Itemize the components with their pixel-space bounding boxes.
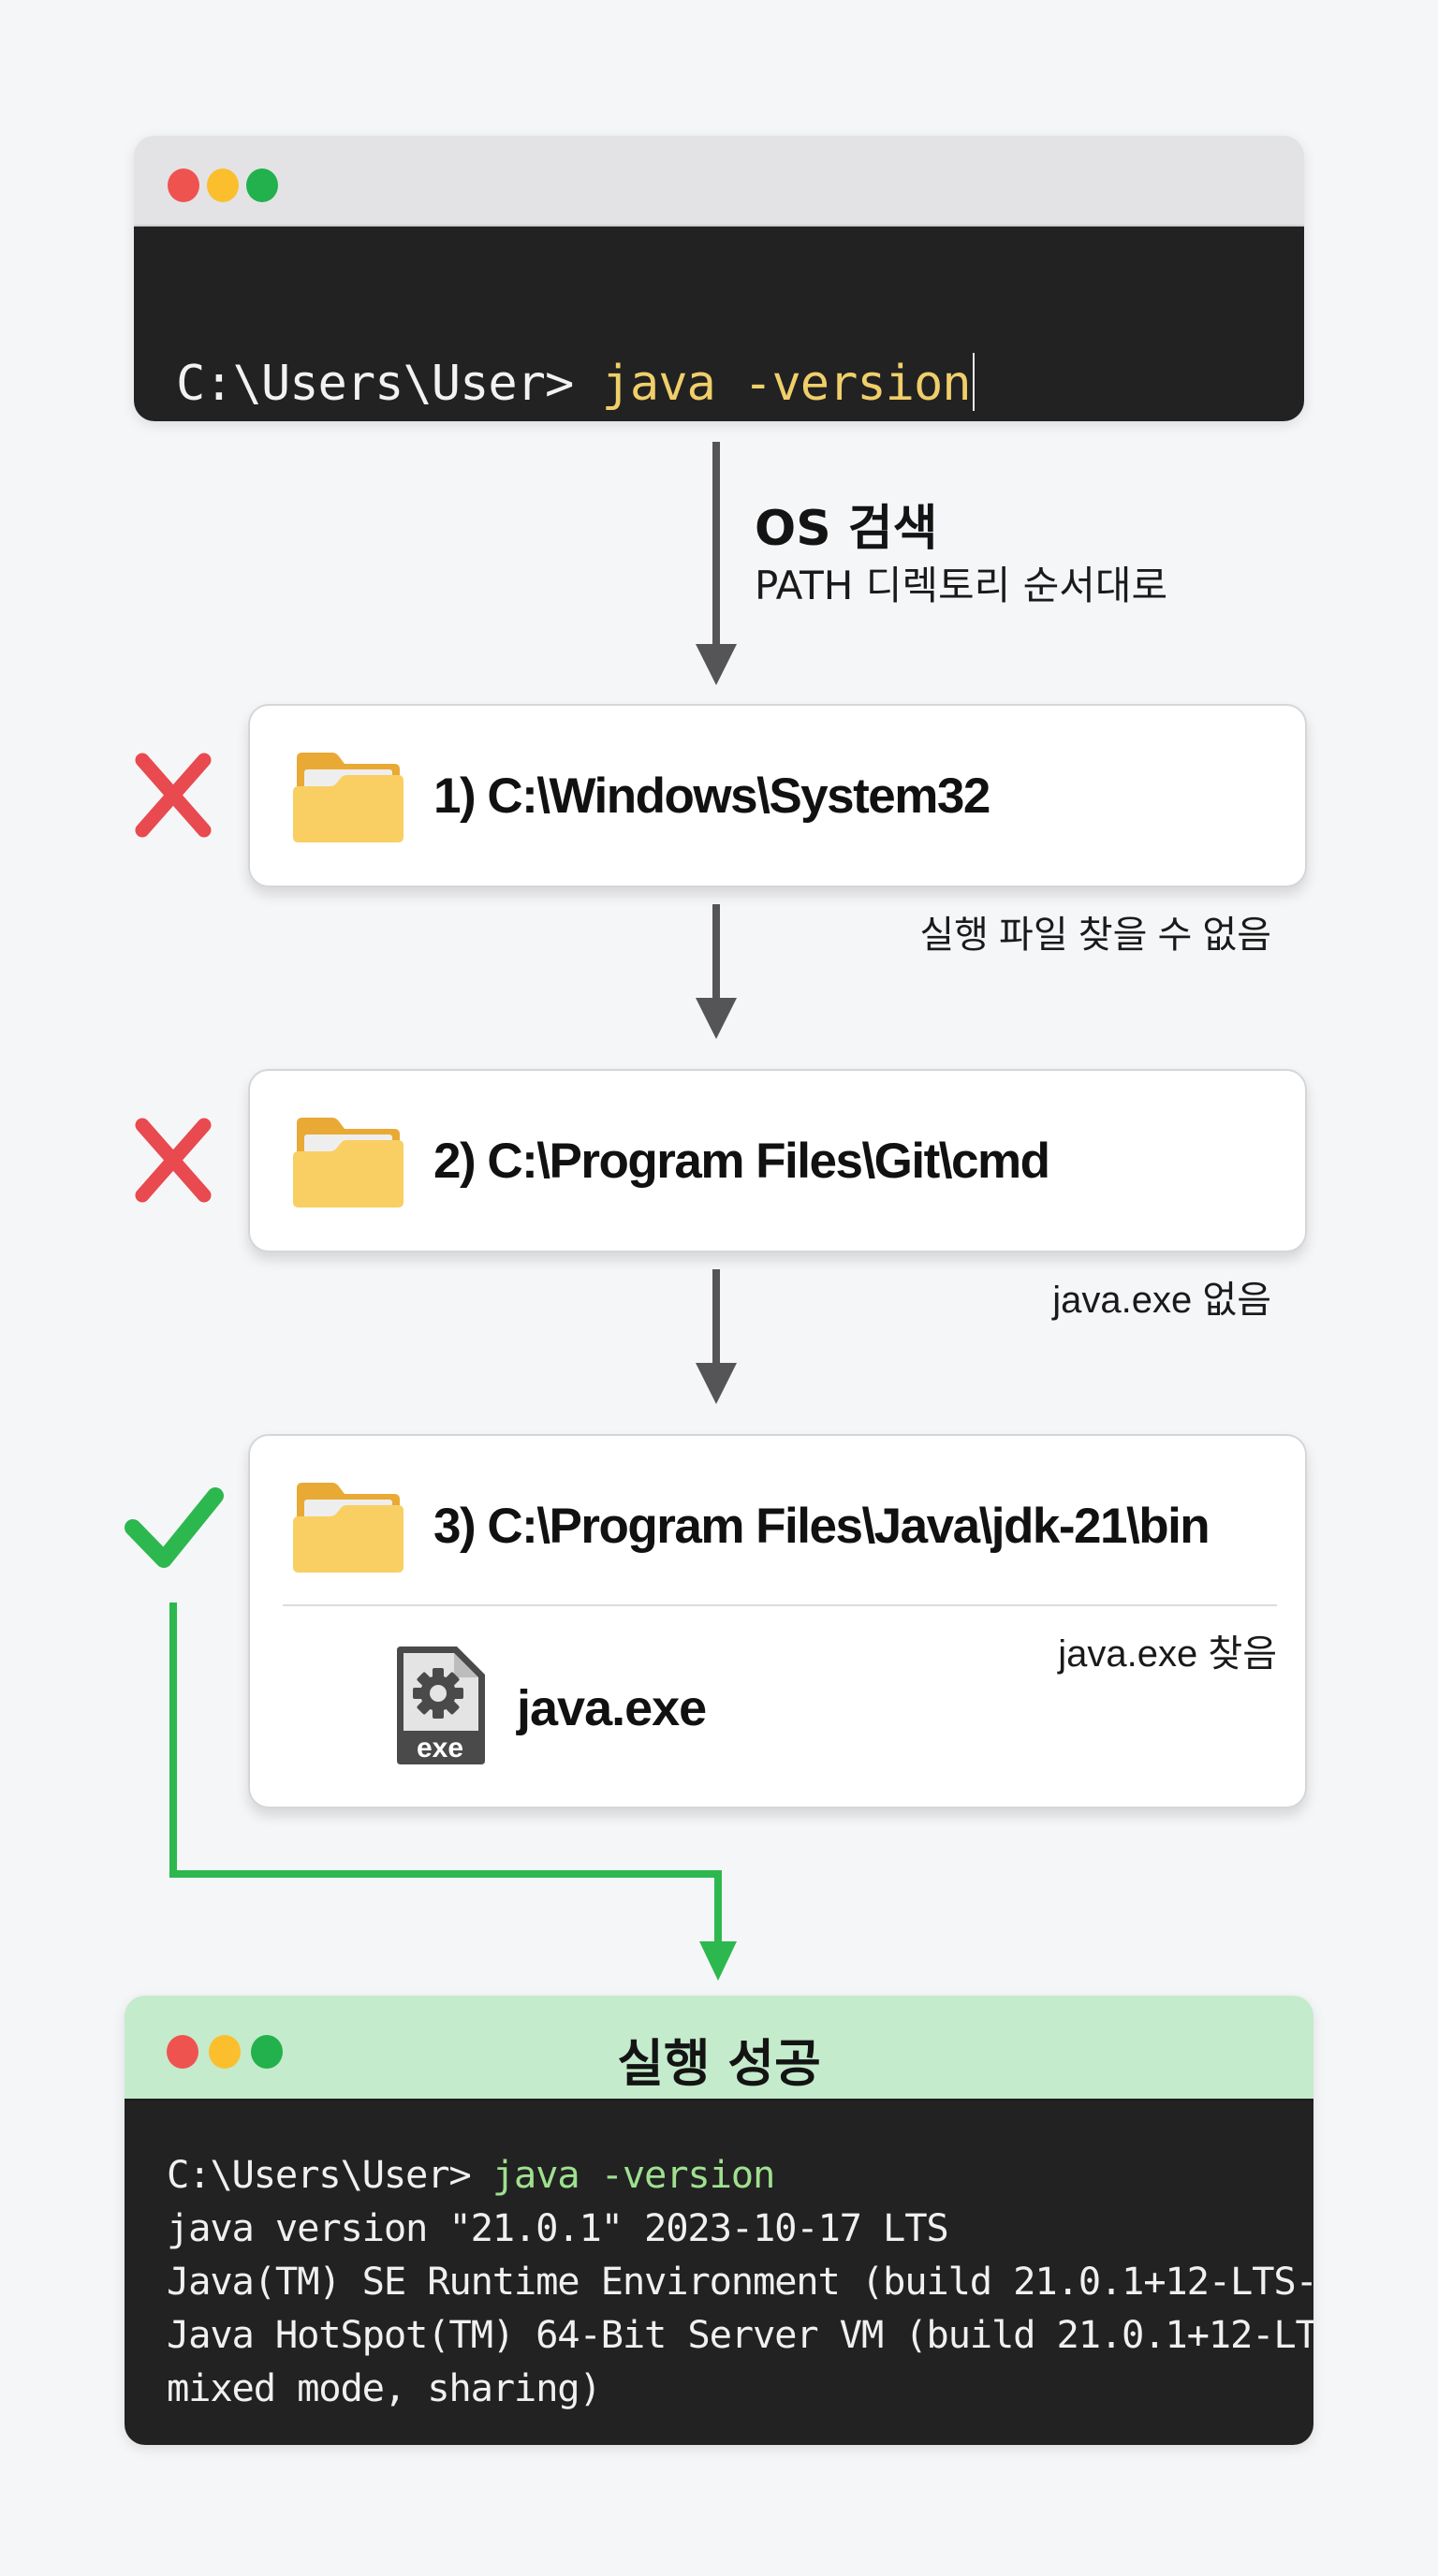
gear-icon: exe [397, 1647, 485, 1764]
output-command-line: C:\Users\User> java -version [167, 2148, 1271, 2202]
path-1-note: 실행 파일 찾을 수 없음 [919, 915, 1271, 956]
path-entry-1[interactable]: 1) C:\Windows\System32 [248, 704, 1307, 887]
success-title: 실행 성공 [617, 2034, 821, 2093]
exe-file-icon: exe [393, 1645, 487, 1766]
terminal-body[interactable]: C:\Users\User> java -version [134, 227, 1304, 421]
output-line: Java HotSpot(TM) 64-Bit Server VM (build… [167, 2312, 1313, 2357]
top-terminal-window: C:\Users\User> java -version [134, 136, 1304, 421]
folder-icon [293, 1483, 404, 1573]
prompt-text: C:\Users\User> [176, 356, 602, 412]
fail-x-icon [135, 753, 212, 838]
output-line: Java(TM) SE Runtime Environment (build 2… [167, 2259, 1313, 2304]
folder-icon [293, 753, 404, 842]
close-window-dot[interactable] [167, 2035, 198, 2069]
fail-x-icon [135, 1118, 212, 1203]
path-label: 1) C:\Windows\System32 [433, 768, 990, 824]
arrow-down-icon [696, 998, 737, 1039]
found-file-name: java.exe [517, 1680, 707, 1736]
section-divider [283, 1604, 1277, 1606]
os-search-title: OS 검색 [755, 501, 938, 557]
success-connector-vertical [169, 1603, 177, 1878]
path-entry-2[interactable]: 2) C:\Program Files\Git\cmd [248, 1069, 1307, 1252]
success-check-icon [125, 1487, 224, 1568]
path-2-note: java.exe 없음 [1052, 1280, 1271, 1321]
arrow-line [712, 1269, 720, 1365]
arrow-down-icon [696, 644, 737, 685]
close-window-dot[interactable] [168, 168, 199, 202]
folder-icon [293, 1118, 404, 1208]
command-text: java -version [492, 2152, 776, 2197]
green-arrow-down-icon [699, 1941, 737, 1981]
maximize-window-dot[interactable] [251, 2035, 283, 2069]
success-connector-horizontal [169, 1870, 722, 1878]
maximize-window-dot[interactable] [246, 168, 278, 202]
minimize-window-dot[interactable] [207, 168, 239, 202]
found-note: java.exe 찾음 [1058, 1633, 1277, 1675]
prompt-text: C:\Users\User> [167, 2152, 492, 2197]
os-search-subtitle: PATH 디렉토리 순서대로 [755, 563, 1168, 608]
success-output[interactable]: C:\Users\User> java -version java versio… [125, 2101, 1313, 2445]
output-line: mixed mode, sharing) [167, 2365, 602, 2410]
path-label: 2) C:\Program Files\Git\cmd [433, 1134, 1050, 1189]
command-line[interactable]: C:\Users\User> java -version [176, 353, 975, 412]
path-entry-3[interactable]: 3) C:\Program Files\Java\jdk-21\bin java… [248, 1434, 1307, 1808]
output-line: java version "21.0.1" 2023-10-17 LTS [167, 2205, 949, 2250]
success-connector-drop [714, 1870, 722, 1945]
text-cursor [972, 353, 975, 411]
terminal-titlebar [134, 136, 1304, 227]
arrow-down-icon [696, 1363, 737, 1404]
path-label: 3) C:\Program Files\Java\jdk-21\bin [433, 1499, 1211, 1554]
svg-text:exe: exe [417, 1733, 463, 1764]
arrow-line [712, 904, 720, 1000]
success-terminal-window: 실행 성공 C:\Users\User> java -version java … [125, 1996, 1313, 2445]
command-text: java -version [601, 356, 972, 412]
minimize-window-dot[interactable] [209, 2035, 241, 2069]
search-arrow-line [712, 442, 720, 646]
success-titlebar: 실행 성공 [125, 1996, 1313, 2101]
